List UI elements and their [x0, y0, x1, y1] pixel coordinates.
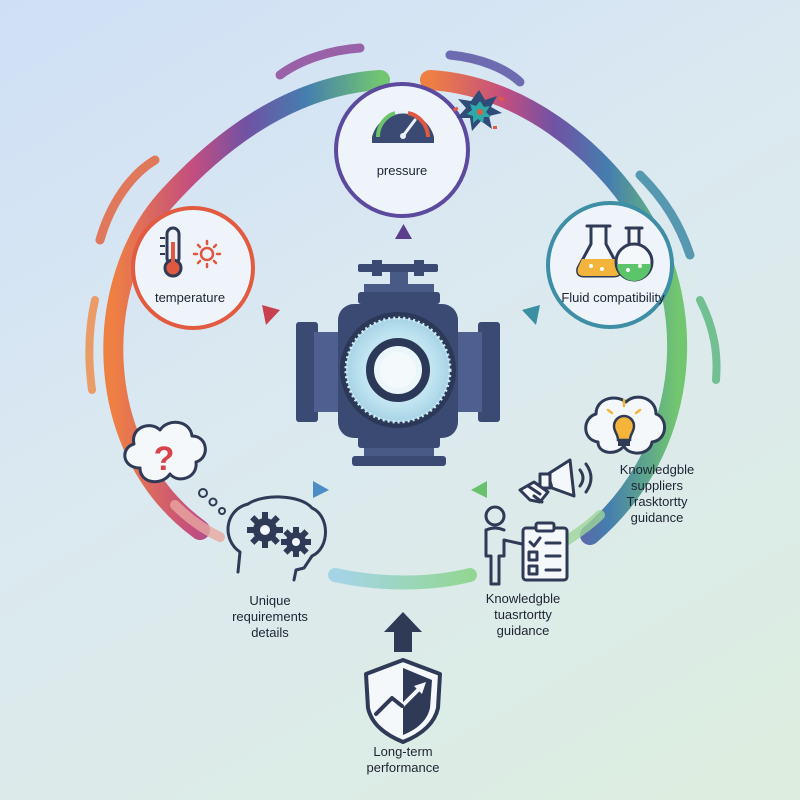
arrow-up-icon: [395, 224, 412, 239]
sun-icon: [192, 239, 222, 269]
fluid-label: Fluid compatibility: [561, 290, 665, 305]
suppliers-line-2: suppliers: [630, 478, 684, 493]
requirements-line-2: requirements: [232, 609, 308, 624]
performance-label: Long-term performance: [333, 744, 473, 776]
pressure-node[interactable]: pressure: [334, 82, 470, 218]
guidance-line-2: tuasrtortty: [494, 607, 552, 622]
person-clipboard-icon: [484, 505, 569, 586]
lightbulb-bubble-icon: [584, 395, 666, 455]
arrow-left-red-icon: [262, 305, 280, 325]
arrow-bottom-right-icon: [471, 481, 487, 498]
svg-text:?: ?: [154, 440, 175, 478]
temperature-label: temperature: [155, 290, 225, 305]
guidance-line-1: Knowledgble: [485, 591, 561, 606]
ring-bottom-arc: [328, 568, 477, 590]
arrow-bottom-left-icon: [313, 481, 329, 498]
performance-line-2: performance: [366, 760, 440, 775]
requirements-label: Unique requirements details: [200, 593, 340, 641]
suppliers-line-4: guidance: [630, 510, 684, 525]
pressure-gauge-icon: [372, 110, 434, 143]
temperature-node[interactable]: temperature: [131, 206, 255, 330]
guidance-line-3: guidance: [496, 623, 550, 638]
pressure-label: pressure: [377, 163, 428, 178]
megaphone-handshake-icon: [518, 458, 593, 504]
valve-icon: [296, 260, 500, 466]
requirements-line-3: details: [251, 625, 289, 640]
shield-growth-icon: [364, 612, 442, 744]
fluid-node[interactable]: Fluid compatibility: [546, 201, 674, 329]
head-gears-icon: [226, 495, 327, 582]
guidance-label: Knowledgble tuasrtortty guidance: [448, 591, 598, 639]
starburst-icon: [452, 90, 505, 131]
ring-swooshes: [85, 43, 721, 394]
performance-line-1: Long-term: [373, 744, 433, 759]
thermometer-icon: [160, 226, 183, 278]
ring-bottom-left-stub: [170, 500, 225, 542]
big-up-arrow-icon: [384, 612, 422, 652]
arrow-right-teal-icon: [522, 305, 540, 325]
round-flask-icon: [614, 226, 654, 282]
requirements-line-1: Unique: [249, 593, 291, 608]
suppliers-label: Knowledgble suppliers Trasktortty guidan…: [582, 462, 732, 526]
flow-arrows: [262, 224, 540, 498]
suppliers-line-3: Trasktortty: [626, 494, 688, 509]
question-bubble-icon: ?: [123, 420, 226, 515]
suppliers-line-1: Knowledgble: [619, 462, 695, 477]
